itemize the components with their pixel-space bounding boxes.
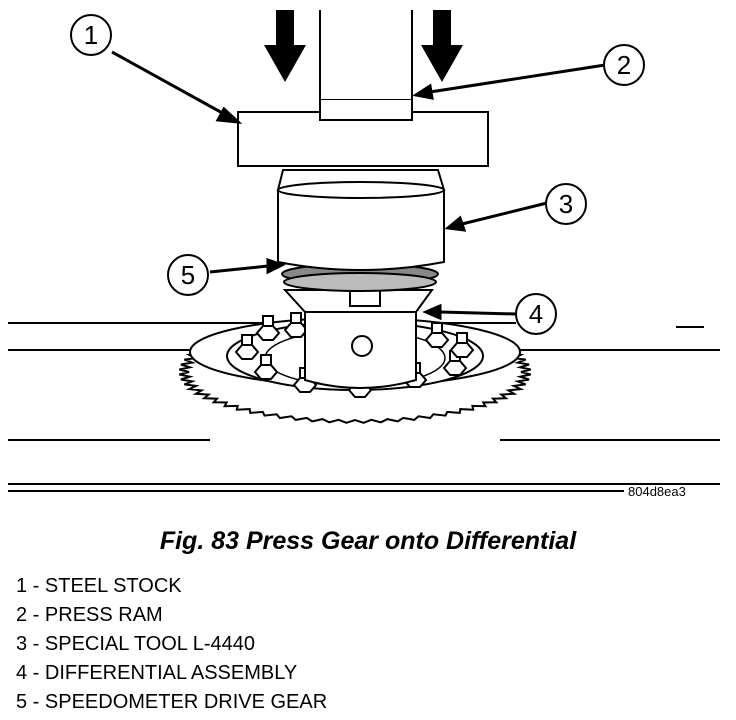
legend-item: 4 - DIFFERENTIAL ASSEMBLY	[16, 662, 298, 684]
callout-1: 1	[70, 14, 112, 56]
press-gear-illustration: 1 2 3 4 5 804d8ea3	[8, 10, 720, 499]
figure-caption: Fig. 83 Press Gear onto Differential	[159, 527, 577, 555]
special-tool	[276, 169, 446, 271]
callout-3: 3	[545, 183, 587, 225]
callout-5: 5	[167, 254, 209, 296]
callout-legend: 1 - STEEL STOCK 2 - PRESS RAM 3 - SPECIA…	[16, 572, 327, 717]
callout-number: 1	[84, 20, 98, 50]
legend-item: 1 - STEEL STOCK	[16, 575, 182, 597]
callout-number: 3	[559, 189, 573, 219]
differential-assembly	[282, 289, 434, 389]
legend-item: 3 - SPECIAL TOOL L-4440	[16, 633, 256, 655]
legend-item: 2 - PRESS RAM	[16, 604, 163, 626]
callout-2: 2	[603, 44, 645, 86]
callout-number: 5	[181, 260, 195, 290]
surface-lines	[8, 322, 720, 492]
callout-number: 2	[617, 50, 631, 80]
figure-reference-code: 804d8ea3	[628, 484, 686, 499]
legend-item: 5 - SPEEDOMETER DRIVE GEAR	[16, 691, 328, 713]
callout-number: 4	[529, 299, 543, 329]
leader-lines	[111, 50, 606, 321]
callout-4: 4	[515, 293, 557, 335]
press-arrows	[264, 10, 463, 82]
press-ram	[319, 10, 413, 121]
